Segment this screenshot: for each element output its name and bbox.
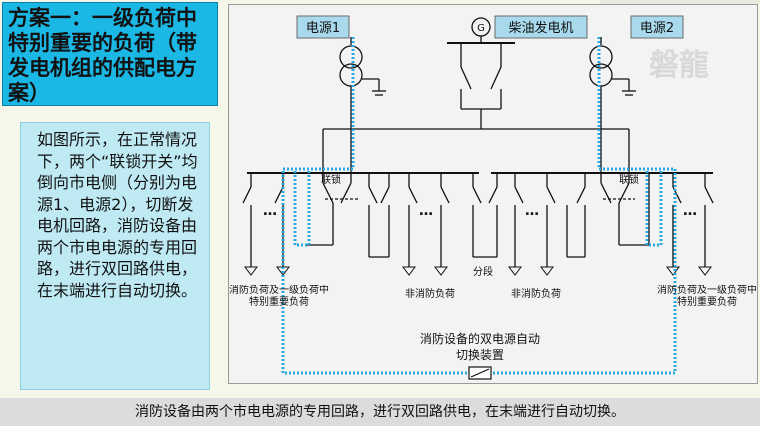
section-label: 分段 (473, 265, 493, 278)
fire-load-left: 消防负荷及一级负荷中特别重要负荷 (229, 285, 329, 308)
transformer-1-lower (339, 63, 363, 87)
dots-1: … (263, 203, 277, 219)
transformer-2-lower (589, 63, 613, 87)
fire-load-right: 消防负荷及一级负荷中特别重要负荷 (657, 285, 757, 308)
interlock-right-label: 联锁 (619, 173, 639, 186)
non-fire-load-right: 非消防负荷 (511, 287, 561, 300)
transformer-1-upper (339, 45, 363, 69)
generator-symbol-letter: G (477, 23, 485, 34)
page-title: 方案一：一级负荷中特别重要的负荷（带发电机组的供配电方案） (2, 2, 218, 106)
footer-caption: 消防设备由两个市电电源的专用回路，进行双回路供电，在末端进行自动切换。 (0, 398, 760, 426)
power-distribution-diagram: 磐龍 (228, 4, 758, 384)
transformer-2-upper (589, 45, 613, 69)
watermark: 磐龍 (649, 48, 709, 83)
top-strip (600, 0, 760, 4)
dots-2: … (419, 203, 433, 219)
generator-label: 柴油发电机 (508, 20, 573, 36)
dots-3: … (525, 203, 539, 219)
ats-label-line2: 切换装置 (456, 348, 504, 362)
source-2-label: 电源2 (640, 21, 674, 36)
interlock-left-label: 联锁 (321, 173, 341, 186)
dots-4: … (683, 203, 697, 219)
ats-label-line1: 消防设备的双电源自动 (420, 331, 540, 346)
non-fire-load-left: 非消防负荷 (405, 287, 455, 300)
description-text: 如图所示，在正常情况下，两个“联锁开关”均倒向市电侧（分别为电源1、电源2），切… (20, 122, 210, 390)
source-1-label: 电源1 (306, 21, 340, 36)
